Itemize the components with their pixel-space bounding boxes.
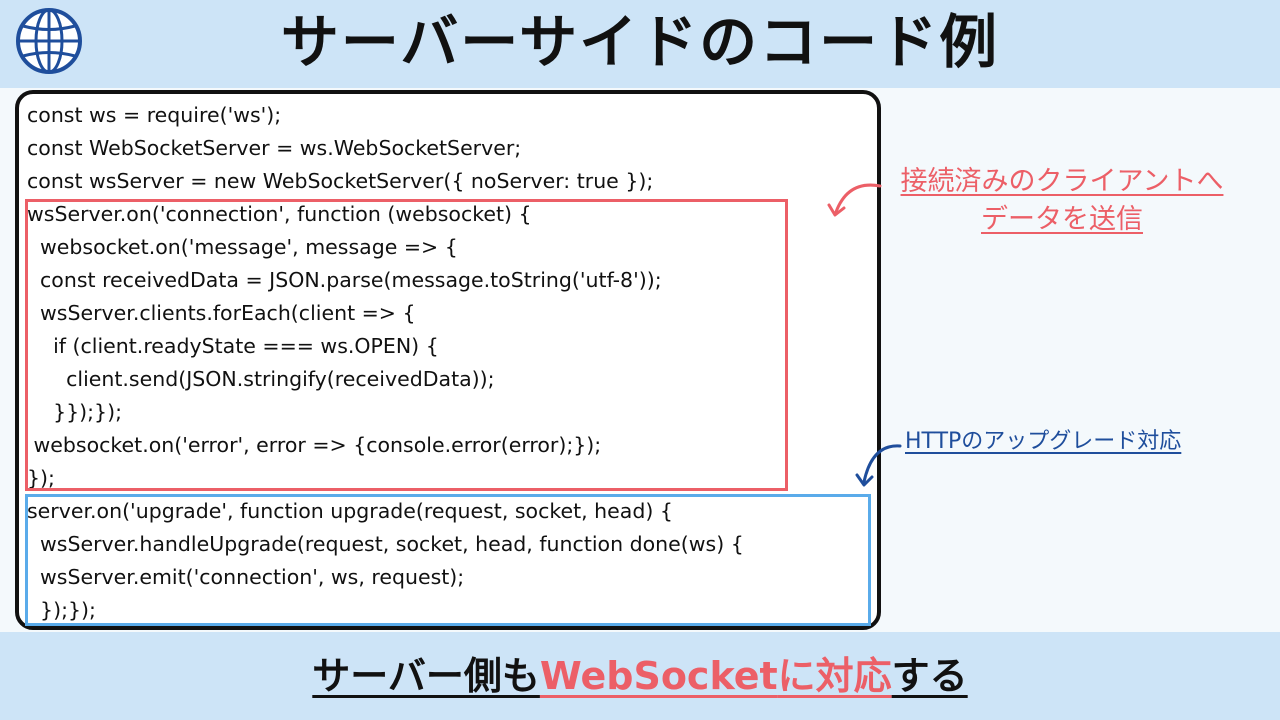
code-line: const wsServer = new WebSocketServer({ n… bbox=[27, 169, 654, 193]
code-line: wsServer.emit('connection', ws, request)… bbox=[27, 565, 465, 589]
broadcast-highlight-frame bbox=[25, 199, 788, 491]
code-block: const ws = require('ws'); const WebSocket… bbox=[27, 99, 887, 627]
code-line: websocket.on('error', error => {console.… bbox=[27, 433, 602, 457]
footer-text-websocket: WebSocket bbox=[539, 654, 778, 698]
footer-text-part1: サーバー側も bbox=[312, 654, 540, 698]
code-line: client.send(JSON.stringify(receivedData)… bbox=[27, 367, 495, 391]
footer-band bbox=[0, 632, 1280, 720]
footer-text-part3: に対応 bbox=[777, 654, 892, 698]
code-panel bbox=[15, 90, 881, 630]
broadcast-annotation: 接続済みのクライアントへ データを送信 bbox=[882, 163, 1242, 239]
footer-text-part4: する bbox=[891, 654, 968, 698]
broadcast-annotation-line2: データを送信 bbox=[981, 204, 1143, 235]
curved-arrow-icon bbox=[855, 444, 902, 487]
code-line: });}); bbox=[27, 598, 96, 622]
code-line: const WebSocketServer = ws.WebSocketServ… bbox=[27, 136, 522, 160]
code-line: }});}); bbox=[27, 400, 123, 424]
globe-icon bbox=[16, 8, 82, 74]
code-line: wsServer.handleUpgrade(request, socket, … bbox=[27, 532, 744, 556]
curved-arrow-icon bbox=[827, 183, 882, 217]
code-line: }); bbox=[27, 466, 55, 490]
code-line: server.on('upgrade', function upgrade(re… bbox=[27, 499, 673, 523]
page-title: サーバーサイドのコード例 bbox=[280, 8, 1000, 76]
upgrade-annotation: HTTPのアップグレード対応 bbox=[905, 429, 1182, 454]
broadcast-annotation-line1: 接続済みのクライアントへ bbox=[900, 166, 1224, 197]
header-band bbox=[0, 0, 1280, 88]
code-line: wsServer.on('connection', function (webs… bbox=[27, 202, 532, 226]
code-line: wsServer.clients.forEach(client => { bbox=[27, 301, 416, 325]
code-line: if (client.readyState === ws.OPEN) { bbox=[27, 334, 439, 358]
footer-caption: サーバー側もWebSocketに対応する bbox=[0, 632, 1280, 720]
code-line: websocket.on('message', message => { bbox=[27, 235, 458, 259]
code-line: const ws = require('ws'); bbox=[27, 103, 282, 127]
code-line: const receivedData = JSON.parse(message.… bbox=[27, 268, 662, 292]
upgrade-highlight-frame bbox=[25, 494, 871, 626]
